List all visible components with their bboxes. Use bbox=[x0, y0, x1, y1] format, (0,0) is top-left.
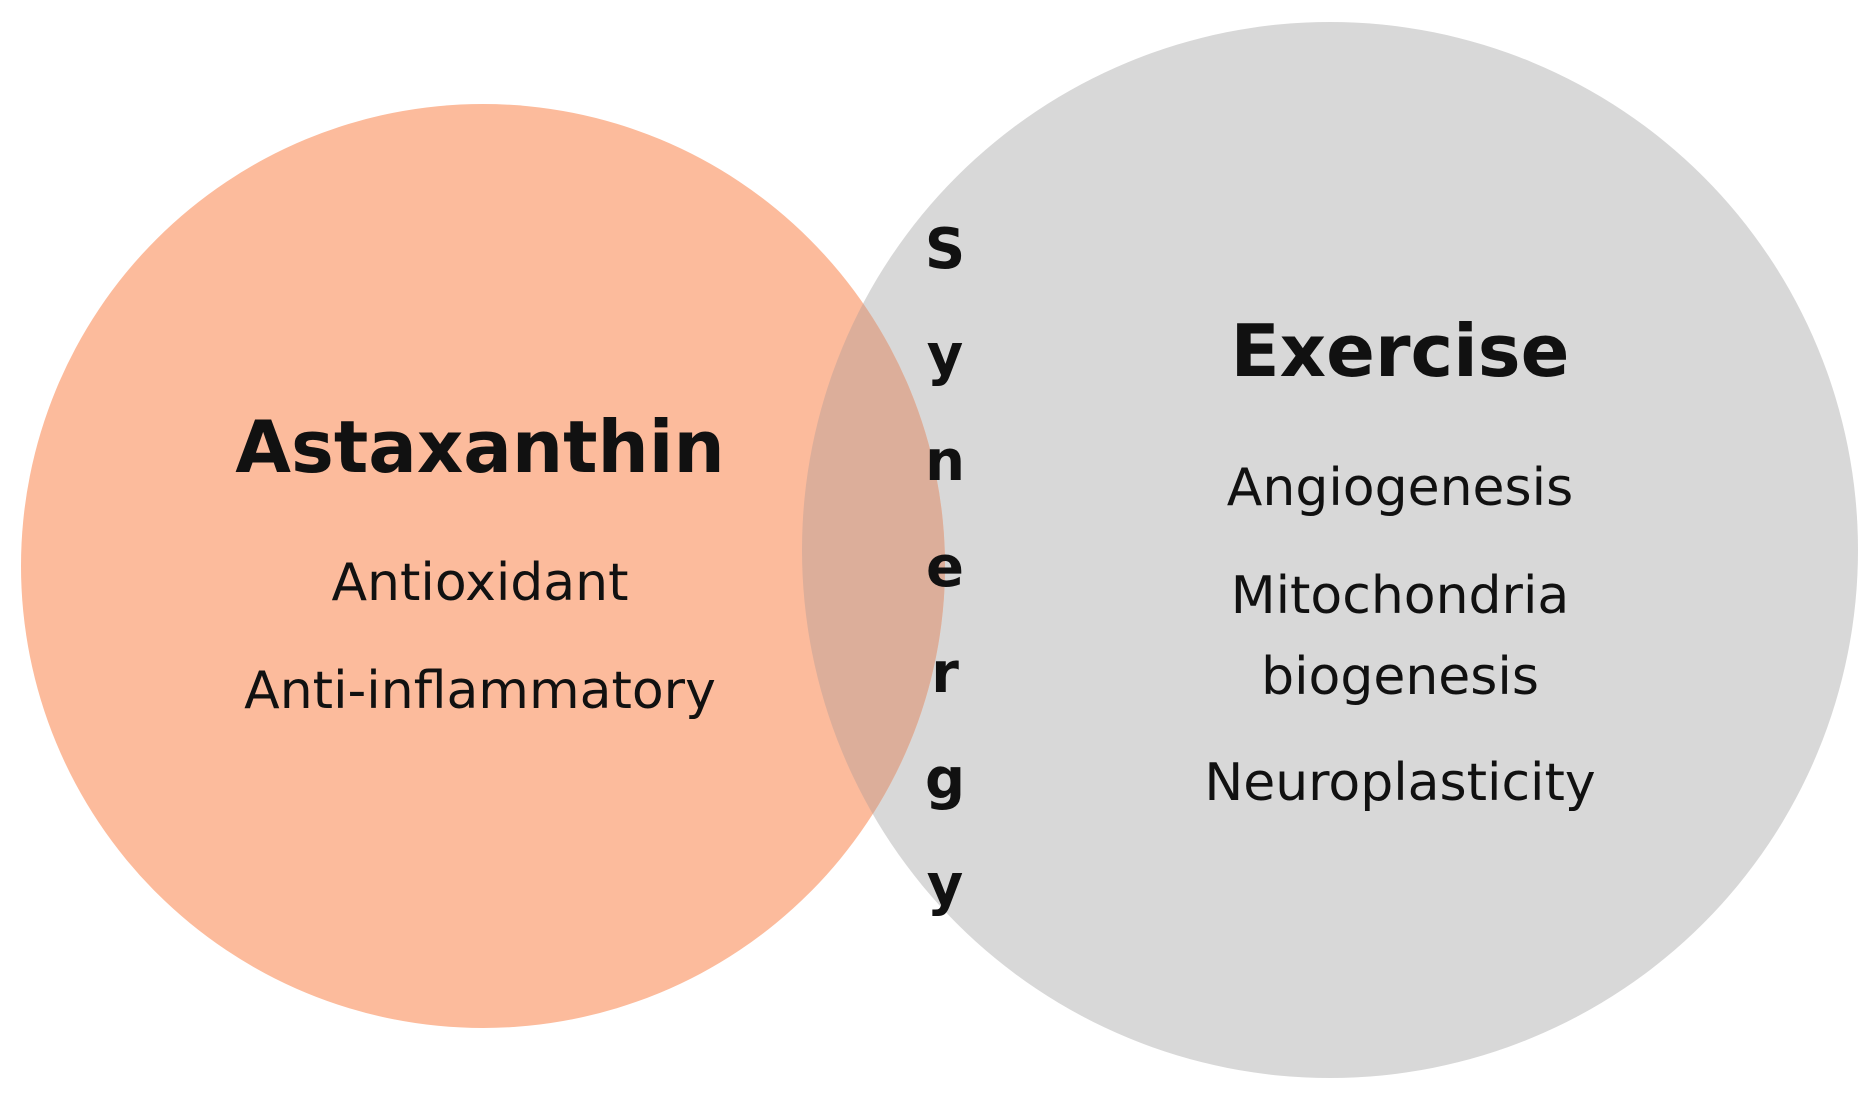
biogenesis-label: biogenesis bbox=[1261, 647, 1539, 707]
synergy-letter-2: y bbox=[927, 323, 964, 388]
mitochondria-label: Mitochondria bbox=[1231, 566, 1570, 626]
exercise-title: Exercise bbox=[1230, 309, 1569, 393]
synergy-letter-7: y bbox=[927, 853, 964, 918]
angiogenesis-label: Angiogenesis bbox=[1227, 458, 1573, 518]
synergy-letter-5: r bbox=[931, 641, 959, 706]
antioxidant-label: Antioxidant bbox=[331, 553, 628, 613]
synergy-letter-6: g bbox=[925, 747, 965, 812]
astaxanthin-title: Astaxanthin bbox=[235, 405, 724, 489]
neuroplasticity-label: Neuroplasticity bbox=[1204, 753, 1595, 813]
anti-inflammatory-label: Anti-inflammatory bbox=[244, 661, 716, 721]
synergy-letter-4: e bbox=[926, 535, 964, 600]
synergy-letter-1: S bbox=[925, 217, 965, 282]
astaxanthin-circle bbox=[21, 104, 945, 1028]
synergy-letter-3: n bbox=[925, 429, 965, 494]
exercise-circle bbox=[802, 22, 1858, 1078]
